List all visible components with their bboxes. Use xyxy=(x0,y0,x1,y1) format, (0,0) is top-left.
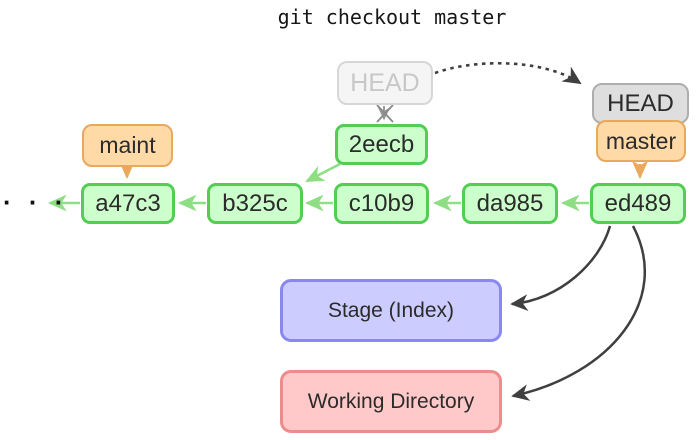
old-head-label: HEAD xyxy=(350,68,420,97)
working-directory-box: Working Directory xyxy=(280,370,502,433)
arrow-2eecb-to-b325c xyxy=(305,162,341,183)
commit-da985-label: da985 xyxy=(476,189,544,217)
commit-da985: da985 xyxy=(462,183,558,224)
commit-c10b9-label: c10b9 xyxy=(348,189,415,217)
commit-a47c3-label: a47c3 xyxy=(95,189,161,217)
commit-a47c3: a47c3 xyxy=(81,183,175,224)
arrow-head-move-dotted xyxy=(434,61,582,85)
commit-c10b9: c10b9 xyxy=(334,183,429,224)
old-head-box: HEAD xyxy=(337,61,433,105)
command-title: git checkout master xyxy=(277,5,507,29)
head-box: HEAD xyxy=(592,83,689,124)
working-directory-label: Working Directory xyxy=(307,389,475,413)
arrow-ed489-to-working-directory xyxy=(511,225,646,401)
earlier-commits-ellipsis: · · · xyxy=(3,187,69,217)
stage-label: Stage (Index) xyxy=(327,298,455,322)
arrow-ed489-to-stage xyxy=(510,225,612,312)
head-label: HEAD xyxy=(607,89,674,117)
ref-maint-label: maint xyxy=(99,132,156,158)
x-mark xyxy=(376,104,394,123)
ref-maint-box: maint xyxy=(82,124,173,167)
ref-master-label: master xyxy=(605,127,677,154)
ref-master-box: master xyxy=(596,120,686,162)
commit-ed489-label: ed489 xyxy=(604,189,672,217)
commit-2eecb: 2eecb xyxy=(335,124,428,165)
commit-2eecb-label: 2eecb xyxy=(348,130,415,158)
commit-b325c: b325c xyxy=(207,183,303,224)
commit-b325c-label: b325c xyxy=(222,189,288,217)
commit-ed489: ed489 xyxy=(590,183,686,224)
stage-box: Stage (Index) xyxy=(280,279,502,342)
